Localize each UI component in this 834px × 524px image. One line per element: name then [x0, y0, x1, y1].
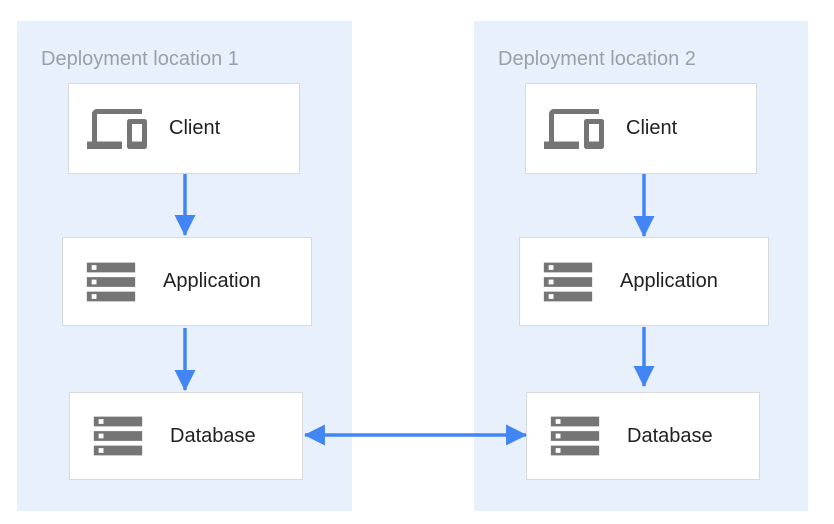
devices-icon — [542, 99, 606, 159]
node-application-2: Application — [519, 237, 769, 326]
node-label: Database — [627, 424, 713, 447]
node-application-1: Application — [62, 237, 312, 326]
server-stack-icon — [536, 253, 600, 311]
node-label: Client — [626, 117, 678, 139]
server-stack-icon — [543, 407, 607, 465]
deployment-location-1-panel: Deployment location 1 Client Application — [17, 21, 352, 511]
devices-icon — [85, 99, 149, 159]
node-label: Application — [163, 270, 261, 292]
node-client-2: Client — [525, 83, 757, 174]
node-label: Database — [170, 424, 256, 447]
node-label: Application — [620, 270, 718, 292]
deployment-location-2-panel: Deployment location 2 Client Application — [474, 21, 808, 511]
server-stack-icon — [86, 407, 150, 465]
node-database-2: Database — [526, 392, 760, 480]
panel-title: Deployment location 2 — [498, 48, 696, 70]
server-stack-icon — [79, 253, 143, 311]
node-database-1: Database — [69, 392, 303, 480]
node-client-1: Client — [68, 83, 300, 174]
panel-title: Deployment location 1 — [41, 48, 239, 70]
node-label: Client — [169, 117, 221, 139]
